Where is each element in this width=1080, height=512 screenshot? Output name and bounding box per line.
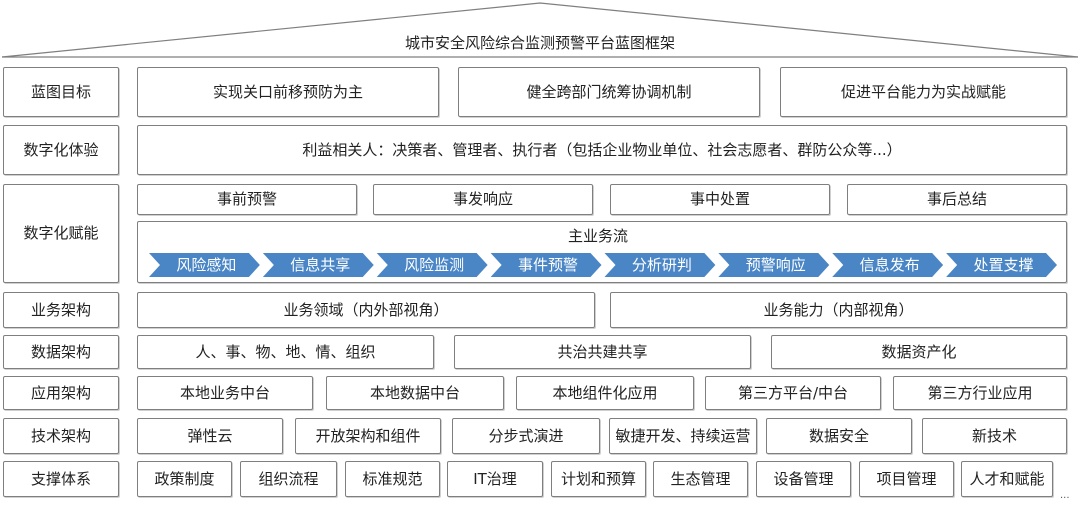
support-box: 项目管理 xyxy=(859,461,954,497)
goal-box: 健全跨部门统筹协调机制 xyxy=(458,67,760,117)
row-label-application: 应用架构 xyxy=(3,376,119,410)
stage-box: 事后总结 xyxy=(847,184,1067,215)
experience-box: 利益相关人：决策者、管理者、执行者（包括企业物业单位、社会志愿者、群防公众等..… xyxy=(137,125,1067,175)
support-box: 计划和预算 xyxy=(551,461,646,497)
data-box: 人、事、物、地、情、组织 xyxy=(137,335,434,369)
technology-box: 新技术 xyxy=(922,418,1067,454)
goal-box: 促进平台能力为实战赋能 xyxy=(780,67,1067,117)
stage-box: 事中处置 xyxy=(610,184,830,215)
diagram-title: 城市安全风险综合监测预警平台蓝图框架 xyxy=(404,34,675,52)
roof-outline xyxy=(1,2,1079,58)
row-label-enablement: 数字化赋能 xyxy=(3,184,119,283)
row-label-data: 数据架构 xyxy=(3,335,119,369)
stage-box: 事发响应 xyxy=(373,184,593,215)
data-box: 数据资产化 xyxy=(771,335,1067,369)
data-box: 共治共建共享 xyxy=(454,335,751,369)
application-box: 本地数据中台 xyxy=(326,376,504,410)
ellipsis-mark: ... xyxy=(1060,490,1070,501)
technology-box: 弹性云 xyxy=(137,418,283,454)
row-label-technology: 技术架构 xyxy=(3,418,119,454)
technology-box: 数据安全 xyxy=(766,418,912,454)
row-label-business: 业务架构 xyxy=(3,292,119,328)
support-box: 政策制度 xyxy=(137,461,232,497)
application-box: 第三方平台/中台 xyxy=(705,376,881,410)
support-box: 组织流程 xyxy=(240,461,337,497)
row-label-experience: 数字化体验 xyxy=(3,125,119,175)
main-flow-title: 主业务流 xyxy=(567,227,628,245)
support-box: 设备管理 xyxy=(756,461,851,497)
support-box: IT治理 xyxy=(447,461,543,497)
business-box: 业务领域（内外部视角） xyxy=(137,292,595,328)
goal-box: 实现关口前移预防为主 xyxy=(137,67,439,117)
application-box: 第三方行业应用 xyxy=(893,376,1067,410)
support-box: 生态管理 xyxy=(653,461,748,497)
business-box: 业务能力（内部视角） xyxy=(610,292,1067,328)
technology-box: 敏捷开发、持续运营 xyxy=(609,418,757,454)
application-box: 本地业务中台 xyxy=(137,376,313,410)
support-box: 人才和赋能 xyxy=(961,461,1053,497)
row-label-support: 支撑体系 xyxy=(3,461,119,497)
application-box: 本地组件化应用 xyxy=(516,376,694,410)
row-label-goals: 蓝图目标 xyxy=(3,67,119,117)
stage-box: 事前预警 xyxy=(137,184,357,215)
technology-box: 分步式演进 xyxy=(452,418,600,454)
support-box: 标准规范 xyxy=(345,461,440,497)
technology-box: 开放架构和组件 xyxy=(295,418,441,454)
